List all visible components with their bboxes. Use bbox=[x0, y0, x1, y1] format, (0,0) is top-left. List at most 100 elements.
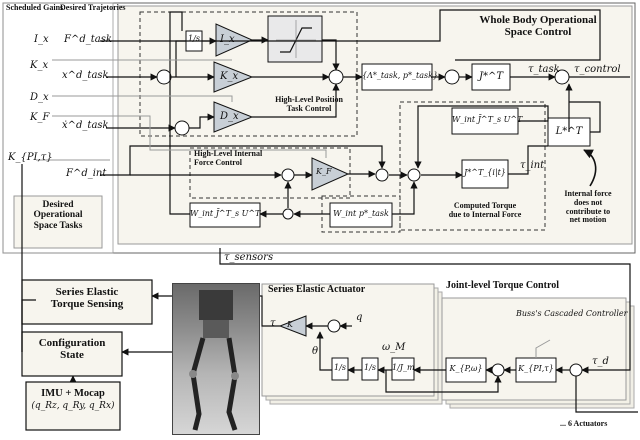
computed-torque-title: Computed Torque due to Internal Force bbox=[430, 201, 540, 220]
gain-ix-label: I_x bbox=[34, 34, 49, 45]
xdot-task-d-label: ẋ^d_task bbox=[62, 120, 109, 131]
computed-torque-box bbox=[399, 101, 546, 231]
k-pi-tau-block bbox=[515, 357, 557, 383]
joint-torque-title: Joint-level Torque Control bbox=[446, 280, 559, 291]
wbosc-title: Whole Body Operational Space Control bbox=[458, 14, 618, 38]
sea-sensing-box bbox=[21, 279, 153, 325]
hl-position-title-line2: Task Control bbox=[286, 103, 332, 113]
kx-block-label: K_x bbox=[220, 71, 239, 82]
desired-op-line3: Space Tasks bbox=[33, 220, 83, 231]
jtc-sum-2 bbox=[569, 363, 583, 377]
sum-junction-3 bbox=[328, 69, 344, 85]
internal-force-line1: Internal force bbox=[564, 189, 612, 198]
sea-title: Series Elastic Actuator bbox=[268, 284, 366, 295]
desired-tasks-panel bbox=[13, 195, 103, 249]
configuration-line1: Configuration bbox=[38, 337, 106, 349]
j-star-t-block bbox=[471, 63, 511, 91]
w-int-p-task-block bbox=[329, 202, 393, 228]
imu-mocap-box bbox=[25, 381, 121, 431]
sea-sensing-line1: Series Elastic bbox=[55, 286, 119, 298]
one-over-jm-label: 1/J_m bbox=[392, 363, 415, 372]
kf-block-label: K_F bbox=[316, 167, 332, 176]
sum-junction-9 bbox=[282, 208, 294, 220]
dx-block-label: D_x bbox=[220, 111, 239, 122]
saturation-block bbox=[267, 15, 323, 63]
sum-junction-8 bbox=[407, 168, 421, 182]
ix-block-label: I_x bbox=[220, 34, 235, 45]
jtc-panel bbox=[441, 297, 627, 401]
tau-int-label: τ_int bbox=[520, 160, 545, 171]
desired-op-line1: Desired bbox=[42, 200, 74, 210]
lambda-p-label: {Λ*_task, p*_task} bbox=[362, 71, 439, 80]
scheduled-gains-label: Scheduled Gains bbox=[6, 3, 64, 12]
w-int-j-u-label: W_int J̄^T_s U^T bbox=[452, 115, 523, 124]
theta-label: θ bbox=[312, 346, 319, 357]
j-int-block bbox=[461, 159, 509, 189]
w-int-j-u-low-block bbox=[189, 202, 261, 228]
gain-kf-label: K_F bbox=[30, 112, 50, 123]
gain-kx-label: K_x bbox=[30, 60, 49, 71]
wbosc-title-line2: Space Control bbox=[504, 26, 572, 39]
robot-photo bbox=[172, 283, 260, 435]
hl-position-title: High-Level Position Task Control bbox=[262, 95, 356, 114]
imu-mocap-title: IMU + Mocap (q_Rz, q_Ry, q_Rx) bbox=[26, 388, 120, 411]
configuration-title: Configuration State bbox=[22, 337, 122, 361]
k-pi-tau-label: K_{PI,τ} bbox=[518, 364, 554, 373]
sea-sum bbox=[327, 319, 341, 333]
internal-force-line2: does not bbox=[573, 197, 603, 207]
w-int-p-task-label: W_int p*_task bbox=[333, 209, 389, 218]
internal-force-line3: contribute to bbox=[565, 206, 611, 216]
computed-torque-line2: due to Internal Force bbox=[448, 209, 522, 219]
hl-internal-title-line1: High-Level Internal bbox=[194, 149, 263, 158]
sea-tau-label: τ bbox=[270, 318, 276, 329]
tau-d-label: τ_d bbox=[592, 356, 609, 367]
sum-junction-6 bbox=[281, 168, 295, 182]
one-over-s-a-label: 1/s bbox=[334, 363, 346, 372]
hl-internal-box bbox=[189, 147, 351, 199]
w-int-j-u-block bbox=[451, 107, 519, 135]
internal-force-line4: net motion bbox=[569, 215, 607, 225]
desired-op-line2: Operational bbox=[33, 210, 83, 221]
f-task-d-label: F^d_task bbox=[64, 34, 112, 45]
desired-trajectories-label: Desired Trajetories bbox=[60, 3, 126, 12]
jtc-sum-1 bbox=[491, 363, 505, 377]
robot-silhouette-icon bbox=[189, 290, 239, 431]
hl-position-title-line1: High-Level Position bbox=[275, 95, 343, 104]
f-int-d-label: F^d_int bbox=[66, 168, 107, 179]
x-task-d-label: x^d_task bbox=[62, 70, 109, 81]
tau-control-label: τ_control bbox=[574, 64, 621, 75]
lambda-p-block bbox=[361, 63, 433, 91]
configuration-line2: State bbox=[60, 349, 84, 362]
l-star-t-label: L*^T bbox=[555, 126, 583, 137]
gain-dx-label: D_x bbox=[30, 92, 49, 103]
omega-m-label: ω_M bbox=[382, 342, 406, 353]
j-int-label: J*^T_{i|t} bbox=[464, 168, 506, 177]
sum-junction-7 bbox=[375, 168, 389, 182]
computed-torque-line1: Computed Torque bbox=[453, 201, 517, 210]
w-int-j-u-low-label: W_int J̄^T_s U^T bbox=[190, 209, 261, 218]
sea-sensing-title: Series Elastic Torque Sensing bbox=[22, 286, 152, 310]
internal-force-note: Internal force does not contribute to ne… bbox=[556, 189, 620, 225]
integrator-label: 1/s bbox=[188, 34, 200, 43]
sum-junction-1 bbox=[156, 69, 172, 85]
k-p-omega-label: K_{P,ω} bbox=[449, 364, 483, 373]
imu-line2: (q_Rz, q_Ry, q_Rx) bbox=[31, 400, 115, 411]
desired-op-title: Desired Operational Space Tasks bbox=[16, 200, 100, 231]
j-star-t-label: J*^T bbox=[478, 71, 504, 82]
six-actuators-label: ... 6 Actuators bbox=[560, 419, 608, 428]
hl-position-box bbox=[139, 11, 358, 137]
gain-kpi-tau-label: K_{PI,τ} bbox=[8, 152, 53, 163]
one-over-s-b-label: 1/s bbox=[364, 363, 376, 372]
sum-junction-2 bbox=[174, 120, 190, 136]
buss-controller-label: Buss's Cascaded Controller bbox=[516, 309, 628, 318]
hl-internal-title-line2: Force Control bbox=[194, 157, 242, 167]
configuration-box bbox=[21, 331, 123, 377]
sum-junction-4 bbox=[444, 69, 460, 85]
tau-sensors-label: τ_sensors bbox=[224, 252, 274, 263]
hl-internal-title: High-Level Internal Force Control bbox=[194, 149, 263, 168]
wbosc-title-line1: Whole Body Operational bbox=[479, 14, 597, 26]
sea-sensing-line2: Torque Sensing bbox=[50, 298, 124, 311]
k-p-omega-block bbox=[445, 357, 487, 383]
imu-line1: IMU + Mocap bbox=[41, 388, 105, 399]
